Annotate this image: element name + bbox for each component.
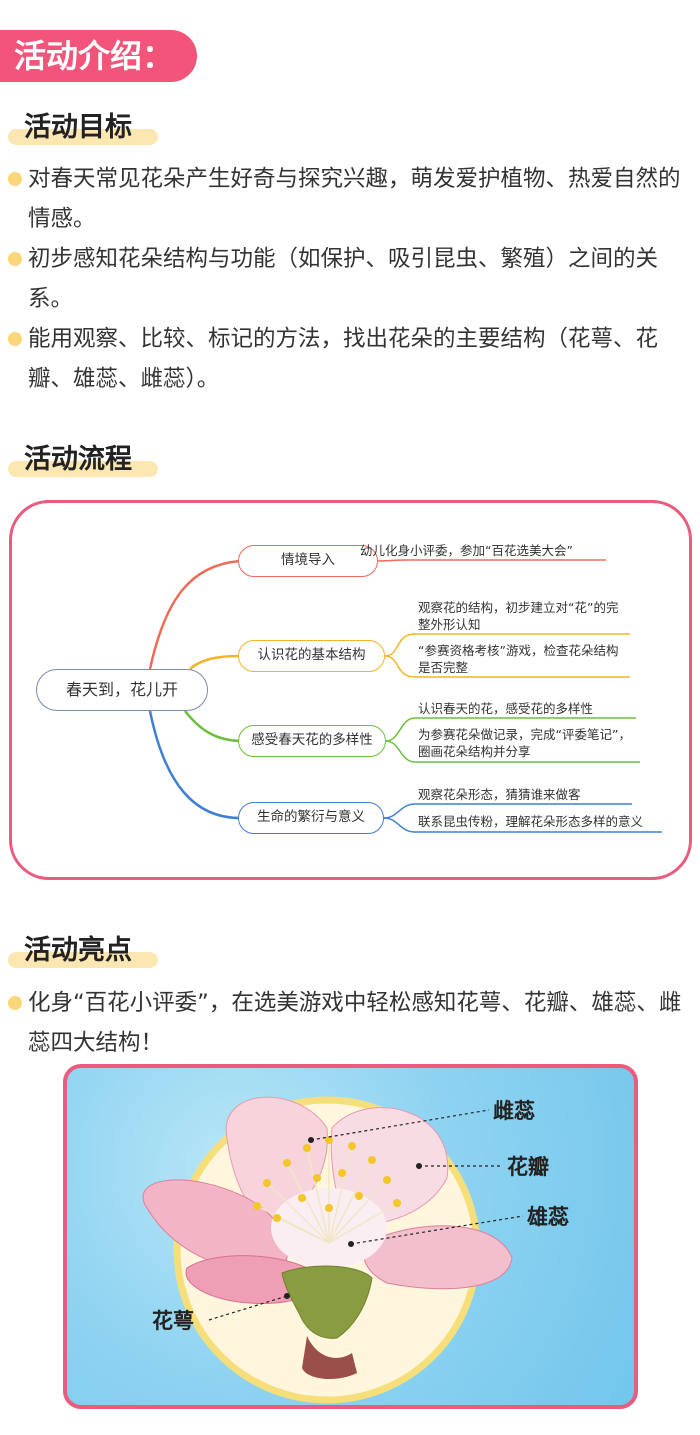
leaf-text: 为参赛花朵做记录，完成“评委笔记”，圈画花朵结构并分享 — [418, 727, 631, 759]
goal-item: 对春天常见花朵产生好奇与探究兴趣，萌发爱护植物、热爱自然的情感。 — [0, 159, 700, 239]
bullet-dot-icon — [8, 252, 22, 266]
heading-highlight — [8, 461, 158, 477]
section-goals-heading: 活动目标 — [6, 101, 166, 149]
heading-highlight — [8, 952, 158, 968]
leaf-text: 幼儿化身小评委，参加“百花选美大会” — [360, 543, 573, 558]
label-pistil: 雌蕊 — [493, 1099, 535, 1123]
branch-scenario-intro: 情境导入 — [238, 545, 378, 577]
goals-list: 对春天常见花朵产生好奇与探究兴趣，萌发爱护植物、热爱自然的情感。 初步感知花朵结… — [0, 159, 700, 399]
highlight-item: 化身“百花小评委”，在选美游戏中轻松感知花萼、花瓣、雄蕊、雌蕊四大结构！ — [0, 983, 700, 1063]
branch-diversity: 感受春天花的多样性 — [238, 725, 386, 757]
goal-item: 初步感知花朵结构与功能（如保护、吸引昆虫、繁殖）之间的关系。 — [0, 239, 700, 319]
bullet-dot-icon — [8, 332, 22, 346]
label-sepal: 花萼 — [152, 1309, 194, 1333]
section-goals-title: 活动目标 — [24, 112, 132, 143]
mind-map-root: 春天到，花儿开 — [36, 669, 208, 711]
branch-reproduction: 生命的繁衍与意义 — [238, 802, 384, 834]
section-process-title: 活动流程 — [24, 444, 132, 475]
leaf-text: 观察花朵形态，猜猜谁来做客 — [418, 787, 581, 802]
section-process-heading: 活动流程 — [6, 433, 166, 481]
leaf-text: 联系昆虫传粉，理解花朵形态多样的意义 — [418, 814, 644, 829]
flower-structure-illustration: 雌蕊 花瓣 雄蕊 花萼 — [63, 1064, 638, 1409]
label-stamen: 雄蕊 — [526, 1205, 569, 1229]
branch-basic-structure: 认识花的基本结构 — [238, 640, 385, 672]
flower-drawing: 雌蕊 花瓣 雄蕊 花萼 — [142, 1096, 569, 1404]
highlights-list: 化身“百花小评委”，在选美游戏中轻松感知花萼、花瓣、雄蕊、雌蕊四大结构！ — [0, 983, 700, 1063]
leaf-text: 认识春天的花，感受花的多样性 — [418, 701, 594, 716]
leaf-text: 观察花的结构，初步建立对“花”的完整外形认知 — [418, 600, 619, 632]
goal-item: 能用观察、比较、标记的方法，找出花朵的主要结构（花萼、花瓣、雄蕊、雌蕊）。 — [0, 319, 700, 399]
bullet-dot-icon — [8, 996, 22, 1010]
section-highlights-heading: 活动亮点 — [6, 924, 166, 972]
label-petal: 花瓣 — [507, 1155, 549, 1179]
bullet-dot-icon — [8, 172, 22, 186]
heading-highlight — [8, 129, 158, 145]
leaf-text: “参赛资格考核”游戏，检查花朵结构是否完整 — [418, 643, 619, 675]
page-title: 活动介绍： — [0, 30, 197, 82]
section-highlights-title: 活动亮点 — [24, 935, 132, 966]
